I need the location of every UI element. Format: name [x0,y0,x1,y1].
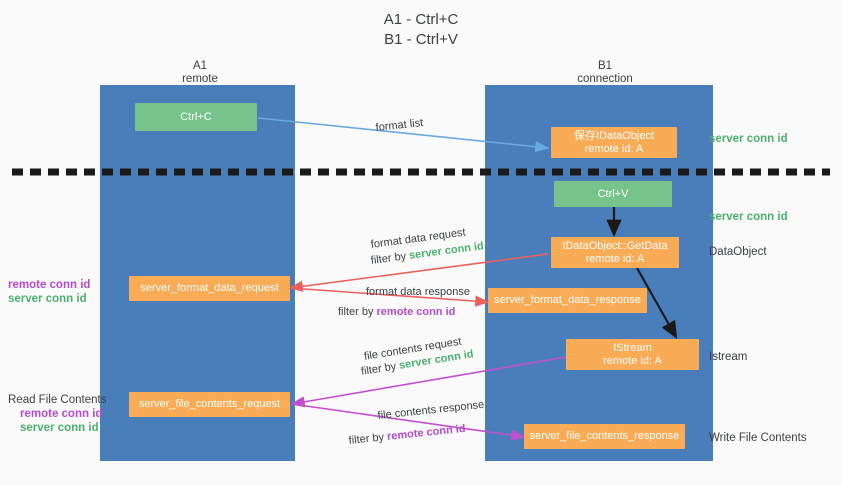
box-istream[interactable]: IStream remote id: A [566,339,699,370]
note-dataobject: DataObject [709,246,767,258]
box-save-idataobject[interactable]: 保存IDataObject remote id: A [551,127,677,158]
label-format-data-response: format data response [366,285,470,299]
box-server-file-contents-request[interactable]: server_file_contents_request [129,392,290,417]
note-remote-conn-id-upper: remote conn id [8,279,91,291]
note-conn-ids-upper: remote conn id server conn id [8,278,90,306]
column-header-b1: B1 connection [577,60,633,85]
box-server-file-contents-response[interactable]: server_file_contents_response [524,424,685,449]
filter-prefix: filter by [338,306,377,318]
note-server-conn-id-mid: server conn id [709,211,788,223]
box-idataobject-getdata[interactable]: IDataObject::GetData remote id: A [551,237,679,268]
note-server-conn-id-lower: server conn id [20,422,99,434]
arrow-format-data-response [289,287,490,307]
note-server-conn-id-upper: server conn id [8,293,87,305]
box-server-format-data-request[interactable]: server_format_data_request [129,276,290,301]
column-header-a1: A1 remote [182,60,218,85]
note-server-conn-id-top: server conn id [709,133,788,145]
filter-prefix: filter by [348,430,388,447]
arrow-file-contents-response [291,403,526,441]
arrow-getdata-to-istream [636,267,678,339]
label-format-data-response-filter: filter by remote conn id [338,305,455,319]
box-ctrl-v[interactable]: Ctrl+V [554,181,672,207]
note-read-file-contents: Read File Contents [8,394,107,406]
arrow-file-contents-request [290,356,567,408]
note-remote-conn-id-lower: remote conn id [20,408,103,420]
filter-value-remote-conn-id: remote conn id [376,306,456,318]
arrow-format-data-request [288,253,549,292]
note-istream: Istream [709,351,748,363]
box-ctrl-c[interactable]: Ctrl+C [135,103,257,131]
page-title: A1 - Ctrl+C B1 - Ctrl+V [383,11,459,48]
label-format-data-response-text: format data response [366,286,470,298]
note-write-file-contents: Write File Contents [709,432,807,444]
box-server-format-data-response[interactable]: server_format_data_response [488,288,647,313]
note-read-file-contents-group: Read File Contents remote conn id server… [8,393,106,435]
arrow-format-list [257,117,550,153]
